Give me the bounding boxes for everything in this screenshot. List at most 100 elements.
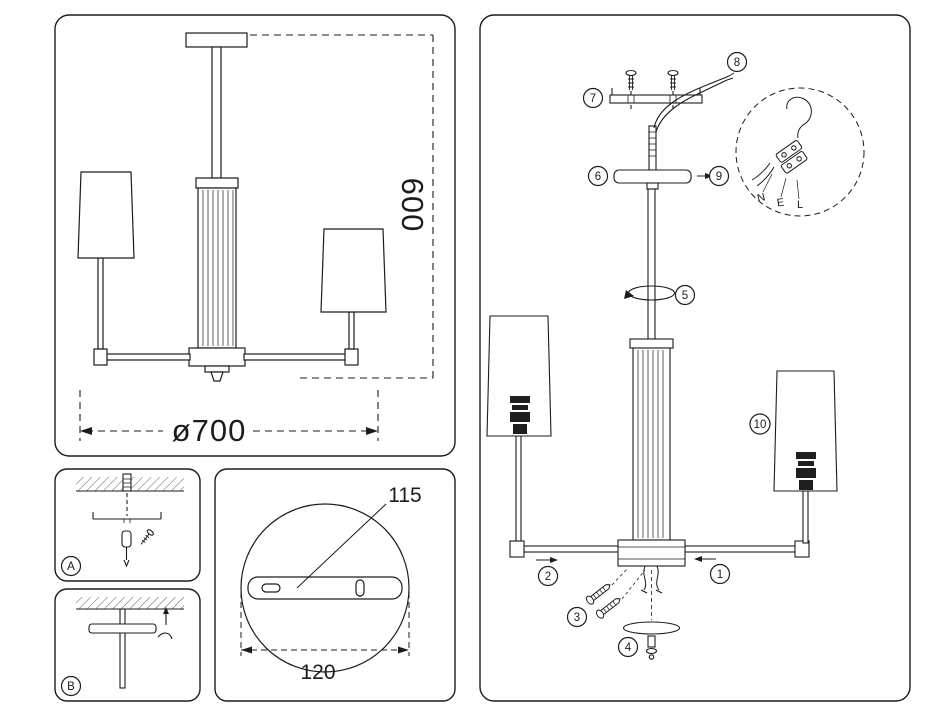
callout-3-badge: [566, 606, 588, 628]
asm-right-lampshade: [773, 370, 838, 492]
plate-bar: [247, 576, 403, 600]
detail-a-drawing: [76, 473, 184, 568]
terminal-e-label: E: [776, 197, 785, 210]
right-arm-endcap: [344, 348, 359, 366]
callout-2-label: 2: [545, 571, 551, 583]
asm-right-shade: [773, 370, 838, 544]
detail-b-drawing: [76, 597, 184, 689]
callout-7-badge: [582, 87, 604, 109]
detail-a-label: A: [67, 561, 75, 573]
asm-column-body: [632, 347, 671, 541]
terminal-block: [775, 140, 808, 174]
callout-6-badge: [587, 165, 609, 187]
center-hub: [188, 347, 246, 367]
callout-6-label: 6: [595, 171, 601, 183]
panel-mounting-plate-frame: [214, 468, 456, 702]
panel-assembly-frame: [479, 14, 911, 702]
leader-line-115: [296, 503, 387, 589]
asm-arms: [509, 539, 810, 567]
ceiling-plate: [185, 32, 248, 48]
canopy-plate-b: [88, 623, 157, 634]
canopy-plate: [613, 169, 692, 184]
panel-frames: [54, 14, 911, 702]
callout-3-label: 3: [574, 612, 580, 624]
asm-right-shade-rod: [802, 490, 809, 544]
asm-left-shade-rod: [515, 435, 522, 542]
detail-circle-outline: [735, 87, 865, 217]
asm-right-endcap: [794, 540, 810, 558]
bottom-washer: [645, 647, 658, 655]
terminal-n-label: N: [756, 191, 767, 205]
hub-step: [204, 365, 230, 373]
callout-5-label: 5: [682, 290, 688, 302]
hanging-rod: [647, 188, 656, 340]
height-dimension-label: 600: [395, 178, 430, 233]
slot-spacing-label: 115: [388, 484, 421, 507]
asm-wires: [653, 72, 735, 133]
mounting-plate-drawing: [240, 503, 410, 673]
asm-screws: [585, 567, 646, 619]
overview-dimension-arrows: [80, 427, 378, 435]
asm-hub-wires: [640, 565, 663, 594]
mounting-bracket-a: [92, 512, 162, 520]
asm-left-shade: [486, 315, 552, 542]
asm-callouts: 1 2 3 4 5 6 7 8 9 10: [537, 51, 771, 658]
callout-1-label: 1: [717, 569, 723, 581]
terminal-l-label: L: [797, 199, 803, 211]
column-top-cap: [195, 177, 239, 189]
plate-slot-right: [355, 579, 365, 597]
mounting-plate-dimension-arrows: [241, 646, 409, 654]
callout-1-badge: [709, 563, 731, 585]
asm-left-socket: [510, 396, 530, 434]
asm-canopy: [613, 125, 692, 190]
screw-icon-a: [140, 529, 154, 545]
anchor-left: [625, 69, 637, 77]
callout-8-label: 8: [734, 57, 740, 69]
callout-9-label: 9: [716, 171, 722, 183]
finial: [210, 371, 224, 382]
ceiling-hook: [786, 96, 812, 139]
asm-right-arm: [683, 545, 797, 553]
bracket-bar: [609, 94, 703, 104]
callout-7-label: 7: [590, 93, 596, 105]
canopy-nut: [646, 182, 659, 190]
asm-rod: [624, 188, 676, 340]
right-lampshade: [320, 228, 387, 313]
plate-slot-left: [261, 583, 281, 593]
screwdriver-icon: [121, 530, 132, 548]
detail-b-label: B: [67, 681, 75, 693]
screw-1: [585, 584, 611, 605]
asm-left-endcap: [509, 540, 525, 558]
asm-ceiling-bracket: [609, 69, 703, 112]
right-shade-rod: [348, 311, 355, 350]
panel-overview-frame: [54, 14, 456, 457]
bottom-stem: [647, 635, 656, 648]
asm-column-cap: [629, 338, 674, 349]
terminal-wires: [751, 162, 775, 187]
overview-dimension-lines: [79, 34, 434, 441]
callout-10-badge: [749, 413, 771, 435]
bottom-plate: [622, 621, 681, 635]
stem-rod: [211, 46, 222, 179]
overview-chandelier-drawing: [77, 32, 387, 382]
panel-detail-a-frame: [54, 468, 201, 582]
threaded-stem: [648, 125, 657, 171]
callout-8-badge: [726, 51, 748, 73]
terminal-leaders: [762, 173, 800, 200]
asm-hub: [617, 539, 686, 567]
asm-left-lampshade: [486, 315, 552, 437]
right-arm: [243, 353, 347, 361]
left-arm: [105, 353, 191, 361]
asm-right-socket: [796, 452, 816, 490]
asm-bottom-finial: [622, 570, 681, 660]
asm-left-arm: [523, 545, 620, 553]
column-body: [197, 187, 237, 349]
hanging-rod-b: [119, 608, 126, 689]
left-arm-endcap: [93, 348, 108, 366]
asm-column: [629, 338, 674, 541]
left-lampshade: [77, 171, 135, 259]
diameter-dimension-label: ø700: [172, 413, 247, 448]
plate-diameter-label: 120: [300, 661, 335, 684]
